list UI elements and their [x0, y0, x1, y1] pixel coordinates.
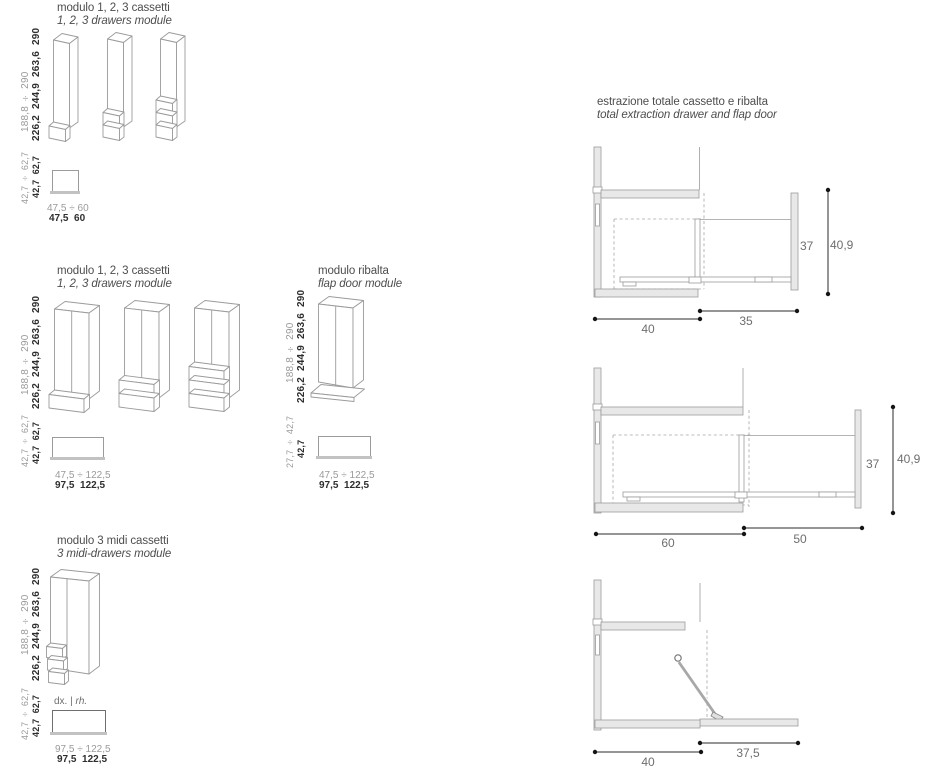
depth-range-label: 27,7 ÷ 42,7 [285, 415, 295, 468]
title-en: 1, 2, 3 drawers module [57, 278, 172, 290]
title-it: modulo 1, 2, 3 cassetti [57, 265, 170, 277]
depth-range-label: 42,7 ÷ 62,7 [20, 151, 30, 204]
dim-drawer-front-height: 37 [866, 457, 880, 471]
plan-base-line [316, 456, 372, 459]
depth-values-label: 42,7 62,7 [31, 694, 41, 737]
width-range-label: 47,5 ÷ 60 [47, 203, 89, 214]
tower-1-drawer [48, 33, 79, 142]
plan-view-small [52, 170, 79, 193]
height-range-label: 188,8 ÷ 290 [285, 322, 296, 383]
wide-cabinets-drawing [48, 300, 240, 413]
height-range-label: 188,8 ÷ 290 [20, 594, 31, 655]
width-range-label: 47,5 ÷ 122,5 [55, 470, 111, 481]
width-range-label: 97,5 ÷ 122,5 [55, 744, 111, 755]
plan-base-line [50, 191, 80, 194]
flap-cabinet [310, 296, 365, 402]
width-values-label: 97,5 122,5 [57, 754, 108, 765]
width-values-label: 47,5 60 [49, 213, 86, 224]
dimension-lines [592, 187, 831, 322]
dimension-lines [592, 740, 801, 755]
plan-view-midi [52, 710, 106, 734]
extracted-drawer [622, 409, 862, 509]
drawer-front-panel [854, 409, 862, 509]
height-values-label: 226,2 244,9 263,6 290 [296, 289, 307, 403]
cabinet-1-drawer [48, 301, 100, 413]
cabinet-shelf [600, 406, 744, 416]
extracted-drawer [619, 192, 799, 291]
extraction-drawing-60 [592, 367, 896, 537]
gas-strut [674, 654, 724, 722]
dimension-lines [593, 404, 896, 537]
depth-values-label: 42,7 62,7 [31, 421, 41, 464]
title-it: modulo 1, 2, 3 cassetti [57, 2, 170, 14]
cabinet-base [594, 502, 744, 513]
cabinet-shelf [600, 189, 700, 199]
dim-overall-height: 40,9 [830, 238, 854, 252]
cabinet-3-drawers [188, 300, 240, 412]
flap-door-cabinet-drawing [310, 296, 365, 402]
dim-drawer-front-height: 37 [800, 239, 814, 253]
extraction-drawing-40 [592, 146, 831, 322]
open-flap-door [699, 718, 799, 727]
cabinet-base [594, 719, 701, 729]
dim-cabinet-depth: 40 [641, 755, 655, 769]
title-en: flap door module [318, 278, 403, 290]
plan-view-large [52, 437, 104, 459]
depth-range-label: 42,7 ÷ 62,7 [20, 414, 30, 467]
midi-drawer [48, 667, 69, 685]
dim-cabinet-depth: 60 [661, 536, 675, 550]
section-title-drawers-small: modulo 1, 2, 3 cassetti 1, 2, 3 drawers … [57, 2, 172, 28]
width-values-label: 97,5 122,5 [55, 480, 106, 491]
variant-it: dx. [54, 696, 68, 707]
midi-cabinet [46, 569, 100, 685]
section-title-flap-door: modulo ribalta flap door module [318, 265, 402, 291]
dim-extraction: 37,5 [736, 746, 760, 760]
dim-extraction: 50 [793, 532, 807, 546]
depth-values-label: 42,7 62,7 [31, 155, 41, 198]
variant-separator: | [67, 696, 76, 707]
plan-view-flap [318, 436, 371, 458]
plan-base-line [50, 457, 105, 460]
midi-drawer [46, 642, 67, 660]
height-range-label: 188,8 ÷ 290 [20, 71, 31, 132]
width-values-label: 97,5 122,5 [319, 480, 370, 491]
closed-drawer-outline [613, 193, 705, 290]
plan-base-line [50, 732, 107, 735]
variant-label: dx. | rh. [54, 696, 87, 707]
height-range-label: 188,8 ÷ 290 [20, 334, 31, 395]
section-title-extraction: estrazione totale cassetto e ribalta tot… [597, 96, 777, 122]
cabinet-2-drawers [118, 300, 170, 412]
depth-values-label: 42,7 [296, 439, 306, 458]
dim-cabinet-depth: 40 [641, 322, 655, 336]
height-values-label: 226,2 244,9 263,6 290 [31, 567, 42, 681]
title-it: modulo 3 midi cassetti [57, 535, 169, 547]
width-range-label: 47,5 ÷ 122,5 [319, 470, 375, 481]
drawer-front-panel [790, 192, 799, 291]
cabinet-shelf [600, 621, 686, 631]
section-title-midi-drawers: modulo 3 midi cassetti 3 midi-drawers mo… [57, 535, 171, 561]
tower-3-drawers [155, 32, 186, 141]
tower-2-drawers [102, 32, 133, 141]
flap-door-open-drawing [592, 579, 801, 755]
title-it: estrazione totale cassetto e ribalta [597, 96, 768, 108]
title-en: 1, 2, 3 drawers module [57, 15, 172, 27]
title-it: modulo ribalta [318, 265, 389, 277]
title-en: total extraction drawer and flap door [597, 109, 777, 121]
variant-en: rh. [75, 696, 88, 707]
title-en: 3 midi-drawers module [57, 548, 172, 560]
height-values-label: 226,2 244,9 263,6 290 [31, 295, 42, 409]
depth-range-label: 42,7 ÷ 62,7 [20, 687, 30, 740]
midi-cabinet-drawing [46, 569, 100, 685]
dim-extraction: 35 [739, 314, 753, 328]
open-flap [310, 384, 365, 402]
cabinet-base [594, 288, 699, 298]
height-values-label: 226,2 244,9 263,6 290 [31, 27, 42, 141]
section-title-drawers-large: modulo 1, 2, 3 cassetti 1, 2, 3 drawers … [57, 265, 172, 291]
dim-overall-height: 40,9 [897, 452, 921, 466]
towers-drawing [48, 32, 186, 142]
